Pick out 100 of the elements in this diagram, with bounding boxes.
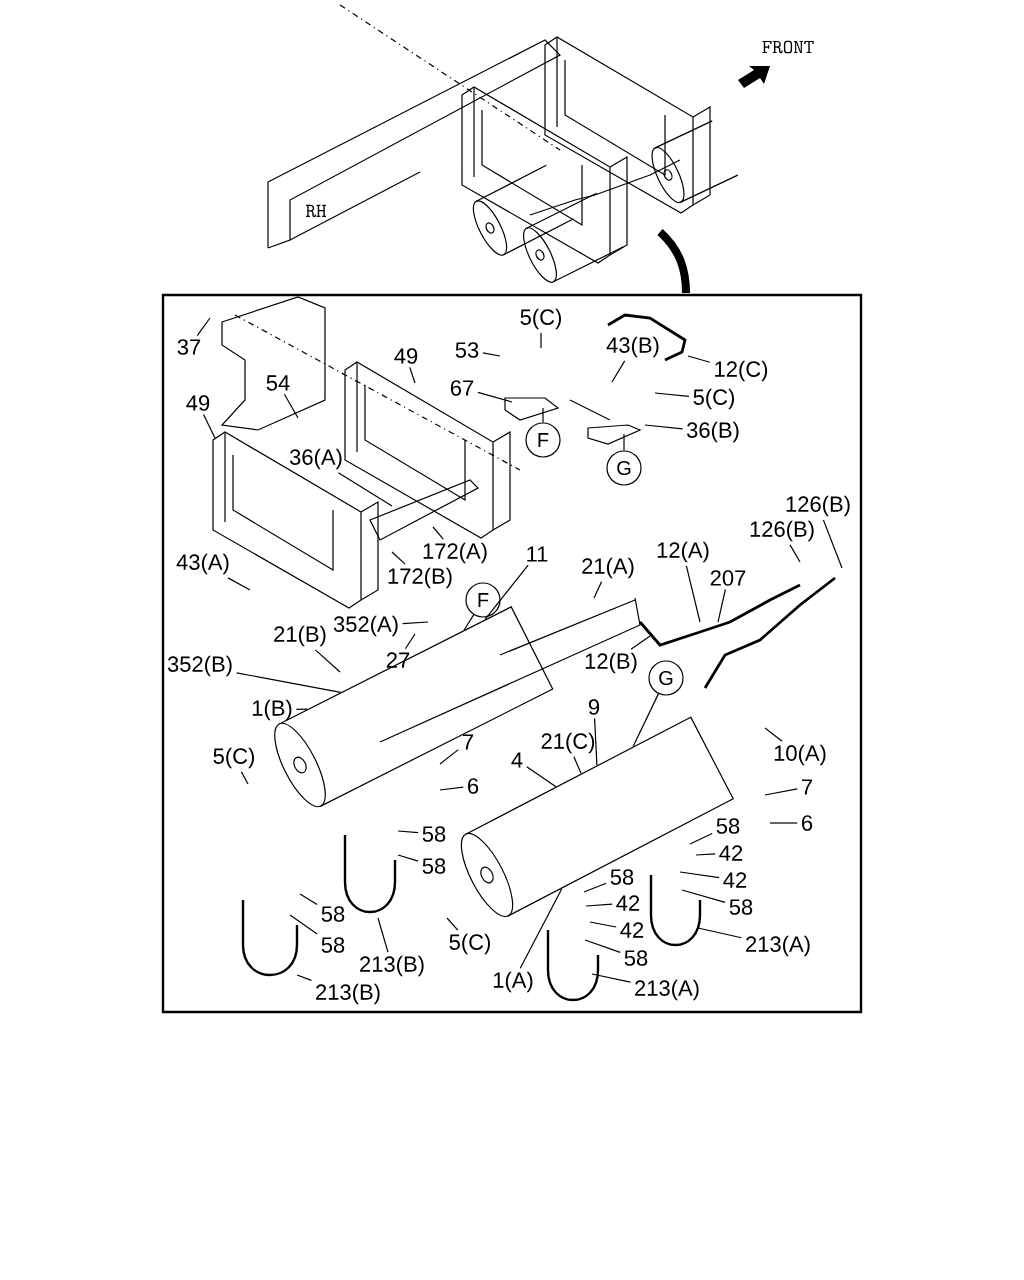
callout-number: 6 — [468, 778, 479, 794]
leader-line — [584, 939, 621, 953]
leader-line — [717, 588, 726, 623]
callout-number: 10(A) — [774, 744, 826, 766]
callout-number: 352(B) — [167, 655, 232, 677]
leader-line — [439, 749, 459, 765]
leader-line — [764, 727, 783, 742]
leader-line — [591, 973, 631, 983]
circled-letter: F — [525, 422, 561, 458]
leader-line — [397, 854, 419, 862]
leader-line — [583, 882, 607, 893]
leader-line — [593, 581, 603, 599]
leader-line — [202, 413, 216, 439]
callout-number: 207 — [710, 570, 746, 586]
callout-number: 21(A) — [582, 557, 634, 579]
leader-line — [687, 355, 711, 363]
callout-number: 7 — [463, 734, 473, 750]
leader-line — [402, 621, 429, 625]
leader-line — [697, 927, 742, 939]
leader-line — [477, 391, 513, 403]
leader-line — [446, 917, 459, 931]
callout-number: 43(B) — [606, 336, 659, 358]
callout-number: 27 — [386, 652, 410, 668]
callout-number: 213(B) — [360, 955, 424, 977]
callout-number: 58 — [321, 906, 345, 922]
leader-line — [573, 756, 582, 775]
circled-letter: G — [648, 660, 684, 696]
callout-number: 6 — [802, 815, 813, 831]
callout-number: 4 — [511, 752, 523, 768]
callout-number: 11 — [527, 546, 548, 562]
callout-number: 21(C) — [541, 732, 595, 754]
leader-line — [789, 544, 801, 563]
leader-line — [542, 407, 544, 423]
leader-line — [632, 693, 659, 748]
callout-number: 43(A) — [176, 553, 229, 575]
callout-number: 5(C) — [520, 308, 561, 330]
leader-line — [540, 332, 542, 349]
callout-number: 42 — [719, 845, 743, 861]
leader-line — [695, 853, 716, 856]
callout-number: 213(A) — [746, 935, 810, 957]
leader-line — [623, 433, 625, 451]
leader-line — [630, 635, 651, 650]
leader-line — [611, 360, 626, 383]
leader-line — [484, 564, 529, 620]
callout-number: 58 — [610, 869, 634, 885]
leader-line — [689, 832, 713, 845]
callout-number: 5(C) — [693, 388, 734, 410]
label: RH — [305, 204, 327, 218]
leader-line — [240, 771, 249, 785]
leader-line — [519, 888, 563, 969]
callout-number: 49 — [186, 395, 210, 411]
callout-number: 54 — [266, 375, 290, 391]
leader-line — [236, 672, 342, 693]
callout-number: 5(C) — [449, 933, 490, 955]
callout-number: 1(A) — [493, 971, 533, 993]
leader-line — [397, 830, 419, 834]
callout-number: 42 — [620, 922, 644, 938]
callout-number: 58 — [624, 950, 648, 966]
callout-number: 49 — [394, 348, 418, 364]
callout-number: 58 — [716, 818, 740, 834]
leader-line — [227, 577, 251, 591]
callout-number: 12(C) — [715, 360, 768, 382]
leader-line — [654, 392, 690, 398]
leader-line — [681, 889, 726, 904]
callout-number: 213(A) — [635, 979, 699, 1001]
callout-number: 352(A) — [333, 615, 398, 637]
leader-line — [283, 393, 299, 419]
callout-number: 9 — [588, 699, 600, 715]
leader-line — [589, 921, 617, 928]
callout-number: 7 — [802, 779, 812, 795]
leader-line — [764, 788, 798, 796]
callout-number: 12(B) — [585, 652, 637, 674]
leader-line — [196, 317, 211, 337]
callout-number: 213(B) — [316, 983, 380, 1005]
callout-number: 58 — [321, 937, 345, 953]
callout-number: 5(C) — [213, 747, 254, 769]
leader-line — [337, 472, 393, 507]
leader-line — [685, 565, 701, 623]
callout-number: 37 — [177, 339, 201, 355]
leader-line — [822, 519, 843, 569]
leader-line — [585, 903, 613, 907]
leader-line — [391, 551, 406, 565]
leader-line — [769, 822, 798, 824]
callout-number: 1(B) — [252, 699, 292, 721]
leader-line — [404, 633, 416, 650]
callout-number: 53 — [455, 342, 479, 358]
callout-number: 126(B) — [786, 495, 850, 517]
circled-letter: F — [465, 582, 501, 618]
leader-line — [296, 974, 312, 981]
callout-number: 172(B) — [388, 567, 452, 589]
leader-line — [439, 786, 464, 791]
callout-number: 42 — [616, 895, 640, 911]
leader-line — [377, 917, 389, 953]
leader-line — [463, 614, 475, 631]
leader-line — [679, 871, 720, 879]
callout-number: 36(A) — [289, 448, 342, 470]
leader-line — [526, 766, 557, 788]
leader-line — [299, 893, 318, 905]
callout-number: 58 — [729, 899, 753, 915]
leader-line — [644, 424, 684, 430]
